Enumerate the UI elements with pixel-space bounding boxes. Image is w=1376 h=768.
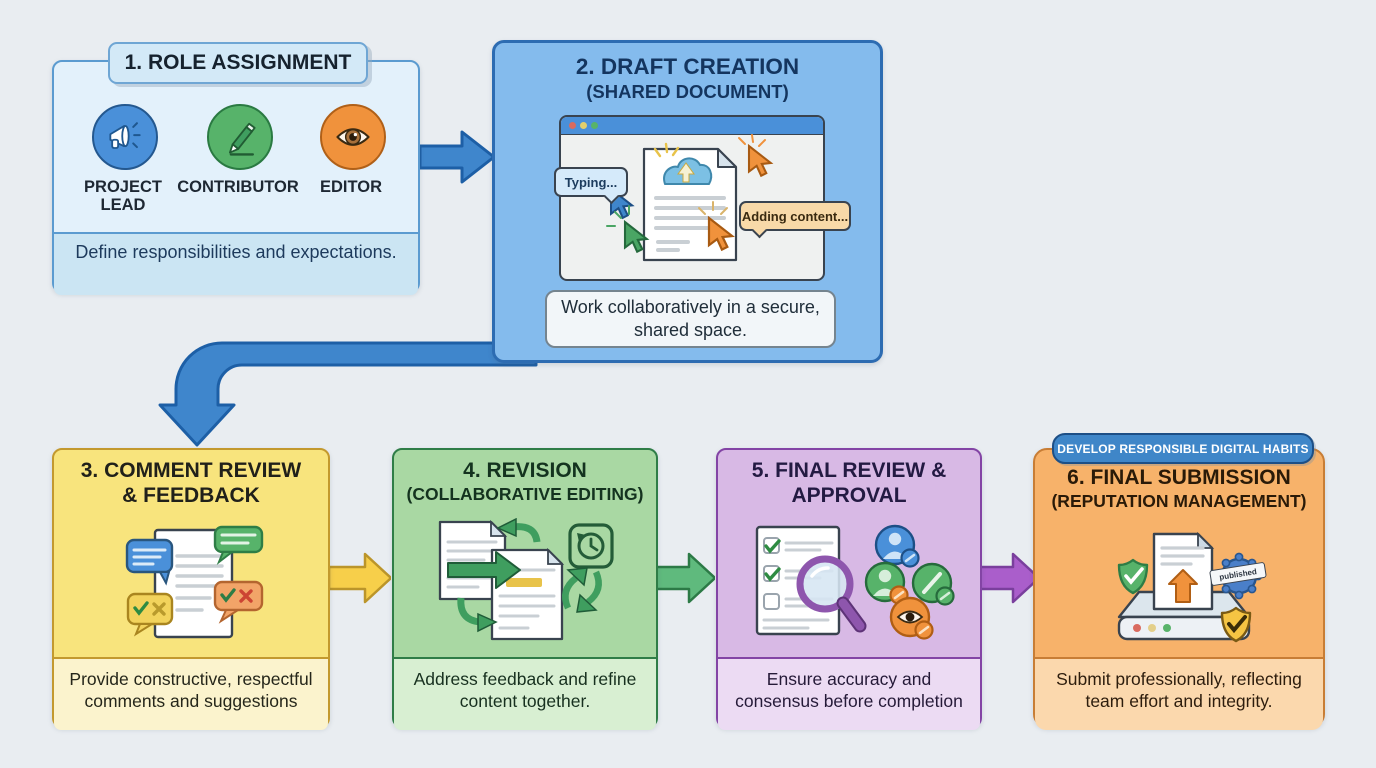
contributor-avatar	[207, 104, 273, 170]
step-6-box: 6. FINAL SUBMISSION (REPUTATION MANAGEME…	[1033, 448, 1325, 730]
step-6-badge: DEVELOP RESPONSIBLE DIGITAL HABITS	[1052, 433, 1314, 464]
step-3-subtitle: & FEEDBACK	[122, 483, 260, 507]
typing-bubble: Typing...	[554, 167, 628, 197]
cycle-arrow-right	[562, 567, 602, 613]
step-1-title-tab: 1. ROLE ASSIGNMENT	[108, 42, 368, 84]
arrow-step5-to-step6	[977, 552, 1039, 604]
window-maximize-dot	[591, 122, 598, 129]
exchange-arrow-icon	[447, 551, 521, 589]
pen-icon	[229, 122, 256, 156]
revision-illustration	[438, 518, 614, 641]
step-1-title: 1. ROLE ASSIGNMENT	[124, 51, 352, 74]
step-4-title: 4. REVISION	[463, 459, 587, 482]
megaphone-icon	[109, 122, 141, 149]
final-review-illustration	[755, 524, 955, 640]
step-4-subtitle: (COLLABORATIVE EDITING)	[406, 483, 644, 504]
arrow-step3-to-step4	[329, 552, 391, 604]
step-6-title: 6. FINAL SUBMISSION	[1067, 466, 1291, 489]
upload-arrow-icon	[1168, 569, 1198, 603]
step-3-title: 3. COMMENT REVIEW	[80, 459, 302, 482]
integrity-shield-icon	[1220, 606, 1252, 643]
adding-content-bubble: Adding content...	[739, 201, 851, 231]
comment-bubble-yellow	[126, 592, 174, 637]
step-1-box: PROJECT LEAD CONTRIBUTOR EDITOR Define r…	[52, 60, 420, 295]
step-5-subtitle: APPROVAL	[791, 483, 907, 507]
eye-icon	[336, 128, 370, 146]
magnifier-icon	[796, 555, 867, 633]
cursor-orange-bottom	[707, 215, 735, 252]
arrow-step2-to-step3	[158, 341, 538, 447]
cursor-green	[623, 219, 650, 254]
role-label-contributor: CONTRIBUTOR	[177, 178, 299, 196]
window-close-dot	[569, 122, 576, 129]
browser-titlebar	[561, 117, 823, 135]
step-4-caption: Address feedback and refine content toge…	[394, 657, 656, 730]
step-2-box: 2. DRAFT CREATION (SHARED DOCUMENT)	[492, 40, 883, 363]
comment-bubble-orange	[213, 580, 264, 624]
final-submission-illustration	[1117, 531, 1263, 643]
arrow-step1-to-step2	[420, 130, 496, 184]
upload-document-icon	[1152, 531, 1215, 611]
editor-avatar	[320, 104, 386, 170]
approver-pencil-icon	[911, 562, 955, 606]
step-2-title: 2. DRAFT CREATION	[575, 54, 800, 79]
sparkle-icon	[653, 142, 680, 158]
version-history-icon	[568, 523, 614, 569]
step-1-caption: Define responsibilities and expectations…	[54, 232, 418, 295]
arrow-step4-to-step5	[653, 552, 715, 604]
step-2-caption: Work collaboratively in a secure, shared…	[545, 290, 836, 348]
step-3-box: 3. COMMENT REVIEW & FEEDBACK	[52, 448, 330, 730]
comment-bubble-blue	[125, 538, 174, 586]
role-label-project-lead: PROJECT LEAD	[84, 178, 162, 215]
shared-document-window	[559, 115, 825, 281]
cloud-upload-icon	[663, 157, 713, 185]
comment-review-illustration	[125, 525, 264, 639]
approver-blue-icon	[874, 524, 920, 568]
step-5-box: 5. FINAL REVIEW & APPROVAL	[716, 448, 982, 730]
document-text-lines	[175, 554, 224, 612]
step-6-subtitle: (REPUTATION MANAGEMENT)	[1051, 490, 1307, 511]
approver-green-icon	[864, 561, 909, 605]
cursor-orange-top	[747, 143, 774, 178]
window-minimize-dot	[580, 122, 587, 129]
project-lead-avatar	[92, 104, 158, 170]
comment-bubble-green	[213, 525, 264, 566]
step-6-caption: Submit professionally, reflecting team e…	[1035, 657, 1323, 730]
step-5-title: 5. FINAL REVIEW &	[751, 459, 947, 482]
approver-eye-icon	[889, 596, 934, 640]
sparkle-orange	[738, 134, 766, 147]
sparkle-green	[606, 205, 630, 227]
highlight-mark	[506, 578, 542, 587]
verified-shield-icon	[1117, 558, 1149, 595]
step-5-caption: Ensure accuracy and consensus before com…	[718, 657, 980, 730]
role-label-editor: EDITOR	[319, 178, 383, 196]
step-3-caption: Provide constructive, respectful comment…	[54, 657, 328, 730]
sparkle-tan	[698, 201, 728, 215]
shared-document-illustration	[606, 134, 774, 262]
document-text-lines	[654, 196, 726, 252]
step-2-subtitle: (SHARED DOCUMENT)	[586, 80, 789, 102]
cycle-arrow-bottom-left	[457, 597, 498, 633]
cycle-arrow-top	[496, 518, 541, 543]
step-4-box: 4. REVISION (COLLABORATIVE EDITING)	[392, 448, 658, 730]
